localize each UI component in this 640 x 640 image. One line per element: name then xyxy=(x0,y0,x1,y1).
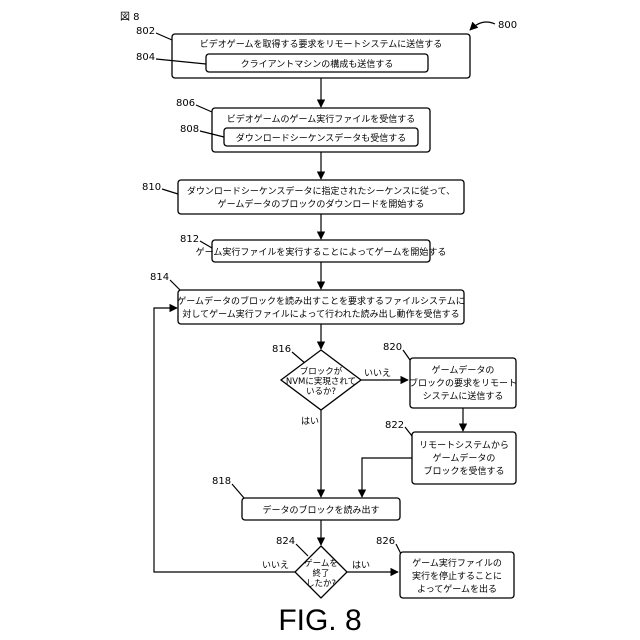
ref-810: 810 xyxy=(142,182,161,193)
decision-816-line1: ブロックが xyxy=(300,366,343,377)
ref-818: 818 xyxy=(212,476,231,487)
ref-824-leader xyxy=(296,544,308,556)
ref-804: 804 xyxy=(136,52,155,63)
ref-802: 802 xyxy=(136,26,155,37)
step-814-line1: ゲームデータのブロックを読み出すことを要求するファイルシステムに xyxy=(177,295,464,307)
step-814-line2: 対してゲーム実行ファイルによって行われた読み出し動作を受信する xyxy=(182,308,459,320)
step-804-text: クライアントマシンの構成も送信する xyxy=(241,58,394,70)
step-826-line2: 実行を停止することに xyxy=(412,570,502,582)
decision-824-line1: ゲームを xyxy=(304,558,338,569)
ref-818-leader xyxy=(232,484,244,498)
step-820-line2: ブロックの要求をリモート xyxy=(409,377,517,389)
step-826-line3: よってゲームを出る xyxy=(417,583,497,595)
decision-824-line2: 終了 xyxy=(312,568,329,579)
diagram-ref-arrow xyxy=(470,22,495,30)
step-812-text: ゲーム実行ファイルを実行することによってゲームを開始する xyxy=(196,246,447,258)
edge-824-no-label: いいえ xyxy=(262,560,289,571)
ref-814-leader xyxy=(170,280,180,290)
decision-824-line3: したか? xyxy=(306,579,336,589)
step-810-line1: ダウンロードシーケンスデータに指定されたシーケンスに従って、 xyxy=(187,185,455,197)
edge-816-no-label: いいえ xyxy=(364,368,391,379)
step-802-text: ビデオゲームを取得する要求をリモートシステムに送信する xyxy=(200,38,442,50)
ref-808: 808 xyxy=(180,124,199,135)
step-820-line1: ゲームデータの xyxy=(432,364,495,376)
ref-814: 814 xyxy=(150,272,169,283)
step-820-line3: システムに送信する xyxy=(423,390,504,402)
ref-806: 806 xyxy=(176,98,195,109)
step-822-line3: ブロックを受信する xyxy=(423,465,504,477)
decision-816-line2: NVMに実現されて xyxy=(286,376,356,387)
edge-824-yes-label: はい xyxy=(352,560,370,571)
edge-816-yes-label: はい xyxy=(301,416,319,427)
ref-806-leader xyxy=(196,105,212,112)
step-822-line1: リモートシステムから xyxy=(419,440,509,451)
step-810-line2: ゲームデータのブロックのダウンロードを開始する xyxy=(218,198,425,210)
step-822-line2: ゲームデータの xyxy=(433,452,496,464)
ref-812-leader xyxy=(200,241,212,248)
ref-816: 816 xyxy=(272,344,291,355)
ref-824: 824 xyxy=(276,536,295,547)
ref-810-leader xyxy=(162,189,178,194)
arrow-822-818 xyxy=(362,458,412,497)
ref-820-leader xyxy=(403,350,410,360)
step-818-text: データのブロックを読み出す xyxy=(262,504,379,516)
ref-826: 826 xyxy=(376,536,395,547)
step-826-line1: ゲーム実行ファイルの xyxy=(412,557,502,569)
figure-label: 図 8 xyxy=(120,11,140,23)
ref-822-leader xyxy=(405,427,412,436)
step-808-text: ダウンロードシーケンスデータも受信する xyxy=(236,132,407,144)
ref-820: 820 xyxy=(383,342,402,353)
ref-822: 822 xyxy=(385,420,404,431)
decision-816-line3: いるか? xyxy=(306,387,336,397)
ref-802-leader xyxy=(156,33,172,40)
diagram-ref-800: 800 xyxy=(498,20,517,31)
step-806-text: ビデオゲームのゲーム実行ファイルを受信する xyxy=(227,113,415,125)
figure-caption: FIG. 8 xyxy=(278,604,361,637)
ref-812: 812 xyxy=(180,234,199,245)
